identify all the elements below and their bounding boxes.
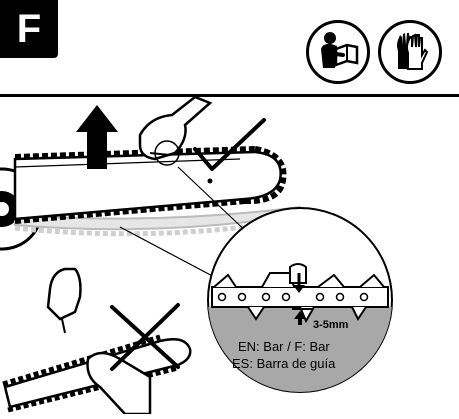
panel-header: F: [0, 0, 459, 97]
chain-tension-illustration: 3-5mm EN: Bar / F: Bar ES: Barra de guía: [0, 97, 459, 414]
detail-magnifier: [200, 208, 400, 407]
step-badge: F: [0, 0, 58, 58]
bar-label-es: ES: Barra de guía: [232, 356, 336, 371]
gap-label: 3-5mm: [313, 319, 349, 331]
guide-bar-upper: [15, 149, 283, 221]
step-letter: F: [17, 7, 41, 52]
bar-label-en-f: EN: Bar / F: Bar: [238, 339, 330, 354]
hand-pinching-chain: [48, 269, 80, 333]
read-manual-icon: [306, 20, 370, 84]
gloves-icon: [378, 20, 442, 84]
